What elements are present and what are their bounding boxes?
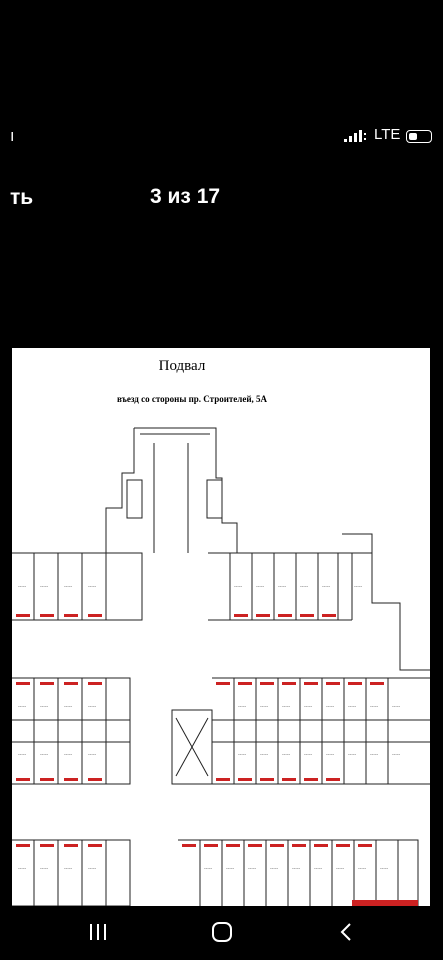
svg-text:-----: -----	[18, 867, 26, 872]
svg-text:-----: -----	[18, 585, 26, 590]
signal-icon	[344, 130, 366, 142]
svg-text:-----: -----	[282, 753, 290, 758]
svg-text:-----: -----	[248, 867, 256, 872]
svg-text:-----: -----	[18, 705, 26, 710]
svg-text:-----: -----	[270, 867, 278, 872]
svg-text:-----: -----	[370, 705, 378, 710]
svg-text:-----: -----	[88, 753, 96, 758]
home-icon[interactable]	[212, 922, 232, 942]
svg-text:-----: -----	[282, 705, 290, 710]
svg-text:-----: -----	[336, 867, 344, 872]
svg-text:-----: -----	[322, 585, 330, 590]
plan-title: Подвал	[158, 358, 206, 374]
svg-text:-----: -----	[40, 585, 48, 590]
svg-text:-----: -----	[64, 753, 72, 758]
battery-icon	[406, 130, 432, 143]
svg-text:-----: -----	[260, 753, 268, 758]
svg-text:-----: -----	[40, 753, 48, 758]
network-type-label: LTE	[374, 126, 401, 143]
svg-text:-----: -----	[300, 585, 308, 590]
svg-text:-----: -----	[392, 753, 400, 758]
svg-text:-----: -----	[234, 585, 242, 590]
svg-text:-----: -----	[64, 585, 72, 590]
svg-text:-----: -----	[40, 705, 48, 710]
svg-text:-----: -----	[256, 585, 264, 590]
svg-text:-----: -----	[40, 867, 48, 872]
svg-text:-----: -----	[304, 753, 312, 758]
page-counter: 3 из 17	[150, 185, 221, 208]
svg-text:-----: -----	[64, 867, 72, 872]
viewer-top-bar: ть 3 из 17	[0, 182, 443, 216]
svg-text:-----: -----	[380, 867, 388, 872]
svg-text:-----: -----	[204, 867, 212, 872]
svg-text:-----: -----	[238, 753, 246, 758]
svg-text:-----: -----	[64, 705, 72, 710]
floor-plan-image[interactable]: ----- ----- ----- ----- ----- ----- ----- ----…	[12, 348, 430, 906]
svg-text:-----: -----	[314, 867, 322, 872]
status-bar: ı LTE	[0, 122, 443, 152]
svg-text:-----: -----	[18, 753, 26, 758]
svg-text:-----: -----	[88, 705, 96, 710]
svg-text:-----: -----	[326, 753, 334, 758]
svg-text:-----: -----	[260, 705, 268, 710]
svg-text:-----: -----	[370, 753, 378, 758]
plan-subtitle: въезд со стороны пр. Строителей, 5А	[116, 394, 268, 404]
svg-text:-----: -----	[392, 705, 400, 710]
floor-plan-drawing: ----- ----- ----- ----- ----- ----- ----- ----…	[12, 427, 430, 906]
svg-text:-----: -----	[348, 753, 356, 758]
svg-text:-----: -----	[88, 867, 96, 872]
status-left-fragment: ı	[10, 126, 15, 145]
svg-text:-----: -----	[278, 585, 286, 590]
svg-text:-----: -----	[326, 705, 334, 710]
back-label-fragment[interactable]: ть	[10, 186, 34, 209]
system-nav-bar	[0, 906, 443, 960]
svg-text:-----: -----	[304, 705, 312, 710]
svg-text:-----: -----	[238, 705, 246, 710]
svg-text:-----: -----	[88, 585, 96, 590]
back-icon[interactable]	[338, 923, 354, 941]
svg-text:-----: -----	[292, 867, 300, 872]
svg-text:-----: -----	[354, 585, 362, 590]
svg-text:-----: -----	[358, 867, 366, 872]
svg-text:-----: -----	[226, 867, 234, 872]
recent-apps-icon[interactable]	[88, 923, 108, 941]
svg-text:-----: -----	[348, 705, 356, 710]
